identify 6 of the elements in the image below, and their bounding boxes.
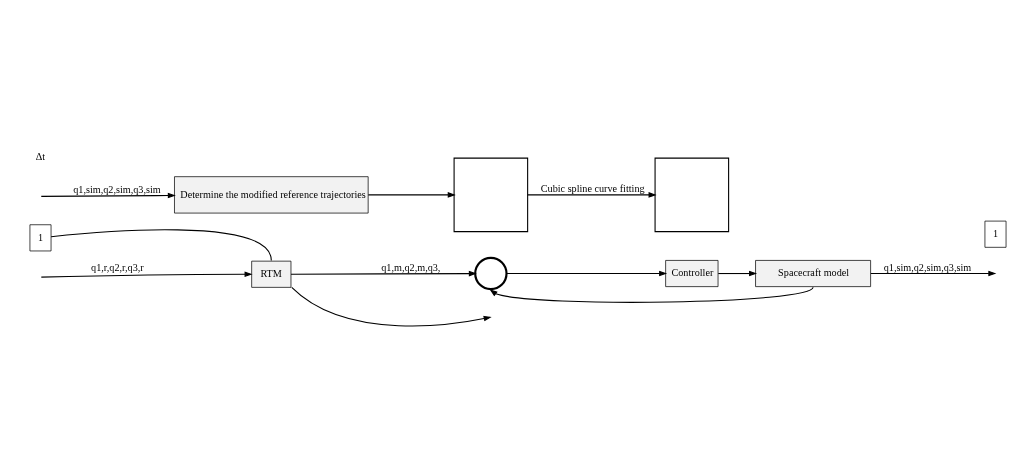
edge-label: Cubic spline curve fitting — [540, 183, 645, 195]
edge-label: q1,sim,q2,sim,q3,sim — [883, 261, 972, 273]
edge-label: q1,sim,q2,sim,q3,sim — [73, 183, 161, 195]
edge-label: q1,r,q2,r,q3,r — [91, 262, 144, 274]
edge-label: q1,m,q2,m,q3, — [381, 261, 441, 273]
label: Δt — [35, 150, 46, 162]
